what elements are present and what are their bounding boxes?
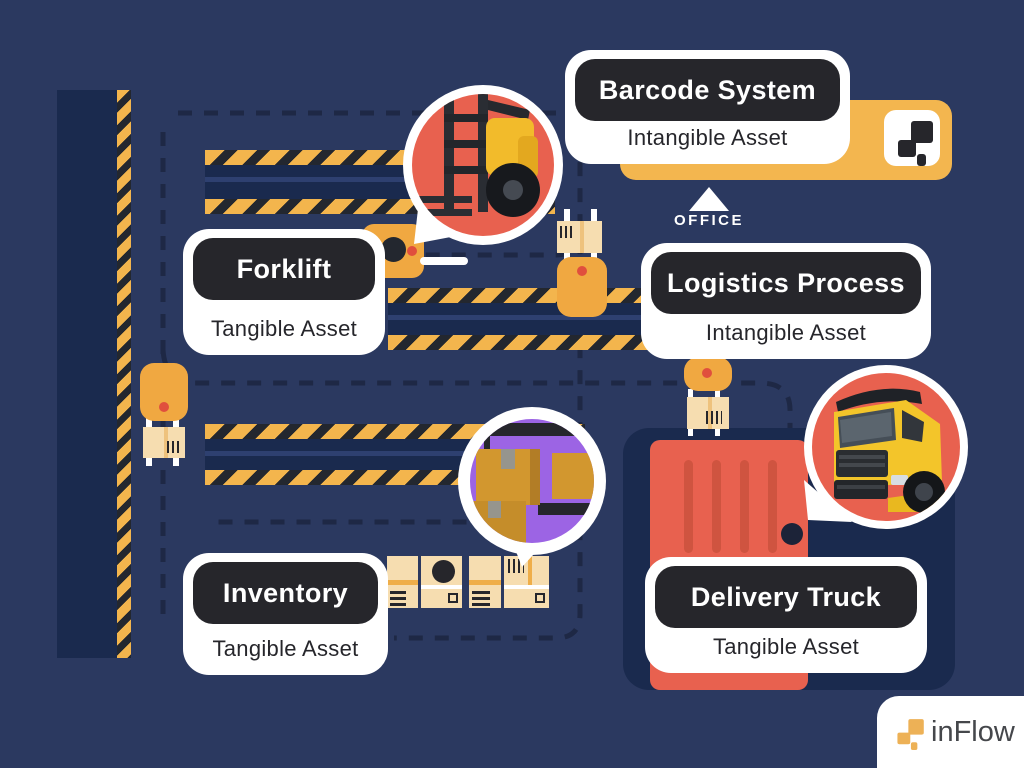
card-barcode-system: Barcode System Intangible Asset (565, 50, 850, 164)
truck-photo-bubble (804, 365, 968, 529)
card-title: Logistics Process (651, 252, 921, 314)
agv-prong (146, 416, 152, 430)
agv-prong (591, 209, 597, 223)
agv-indicator-dot (159, 402, 169, 412)
agv-prong (591, 251, 597, 260)
agv-prong (173, 416, 179, 430)
card-delivery-truck: Delivery Truck Tangible Asset (645, 557, 927, 673)
inflow-logo-mark-icon (897, 719, 924, 750)
agv-prong (146, 455, 152, 466)
card-subtitle: Tangible Asset (212, 636, 359, 661)
box-label (448, 593, 458, 603)
agv-indicator-dot (702, 368, 712, 378)
rack-shelf (388, 303, 648, 335)
card-title: Delivery Truck (655, 566, 917, 628)
agv-prong (688, 427, 693, 436)
box-seam (421, 585, 462, 589)
container-rib (768, 460, 777, 553)
card-forklift: Forklift Tangible Asset (183, 229, 385, 355)
forklift-seat-circle (381, 237, 406, 262)
box-seam (504, 585, 549, 589)
container-rib (740, 460, 749, 553)
card-title: Barcode System (575, 59, 840, 121)
inventory-box (504, 556, 549, 608)
card-subtitle: Intangible Asset (705, 320, 867, 345)
barcode (706, 411, 722, 424)
card-inventory: Inventory Tangible Asset (183, 553, 388, 675)
wall-hazard-strip (117, 90, 131, 658)
agv-body (140, 363, 188, 421)
forklift-fork-bar (420, 257, 468, 265)
barcode (472, 588, 490, 606)
rack-row-middle (388, 288, 648, 350)
agv-indicator-dot (577, 266, 587, 276)
agv-prong (688, 389, 693, 400)
hazard-stripe (388, 288, 648, 303)
agv-cargo-box (687, 397, 729, 429)
agv-prong (715, 389, 720, 400)
box-tape (387, 580, 418, 585)
truck-photo (812, 373, 960, 521)
barcode (560, 226, 574, 238)
inventory-box (421, 556, 462, 608)
inventory-box (387, 556, 418, 608)
stacked-boxes-photo (470, 419, 594, 543)
inventory-photo-bubble (458, 407, 606, 567)
card-title: Inventory (193, 562, 378, 624)
card-title: Forklift (193, 238, 375, 300)
container-rib (684, 460, 693, 553)
forklift-photo (412, 94, 554, 236)
inventory-box (469, 556, 501, 608)
box-label (535, 593, 545, 603)
barcode (167, 441, 182, 453)
barcode (508, 559, 524, 573)
office-label: OFFICE (674, 212, 744, 229)
box-tape (528, 556, 532, 585)
box-fold (579, 221, 584, 253)
agv-prong (173, 455, 179, 466)
agv-prong (564, 251, 570, 260)
card-subtitle: Tangible Asset (712, 634, 860, 659)
card-subtitle: Tangible Asset (210, 316, 358, 341)
hazard-stripe (388, 335, 648, 350)
forklift-photo-bubble (403, 85, 563, 245)
box-mark-circle (432, 560, 455, 583)
office-system-tile (884, 110, 940, 166)
inflow-logo-text: inFlow (931, 715, 1015, 748)
barcode (390, 588, 406, 606)
warehouse-wall (57, 90, 119, 658)
box-tape (469, 580, 501, 585)
forklift-light-dot (407, 246, 417, 256)
inflow-logo-card: inFlow (877, 696, 1024, 768)
office-pointer-triangle (689, 187, 729, 211)
container-door-handle (781, 523, 803, 545)
box-fold (164, 427, 168, 458)
inflow-flow-mark-icon (898, 121, 933, 166)
agv-cargo-box (557, 221, 602, 253)
agv-prong (564, 209, 570, 223)
agv-prong (715, 427, 720, 436)
container-rib (712, 460, 721, 553)
agv-cargo-box (143, 427, 185, 458)
card-logistics-process: Logistics Process Intangible Asset (641, 243, 931, 359)
card-subtitle: Intangible Asset (627, 125, 788, 150)
